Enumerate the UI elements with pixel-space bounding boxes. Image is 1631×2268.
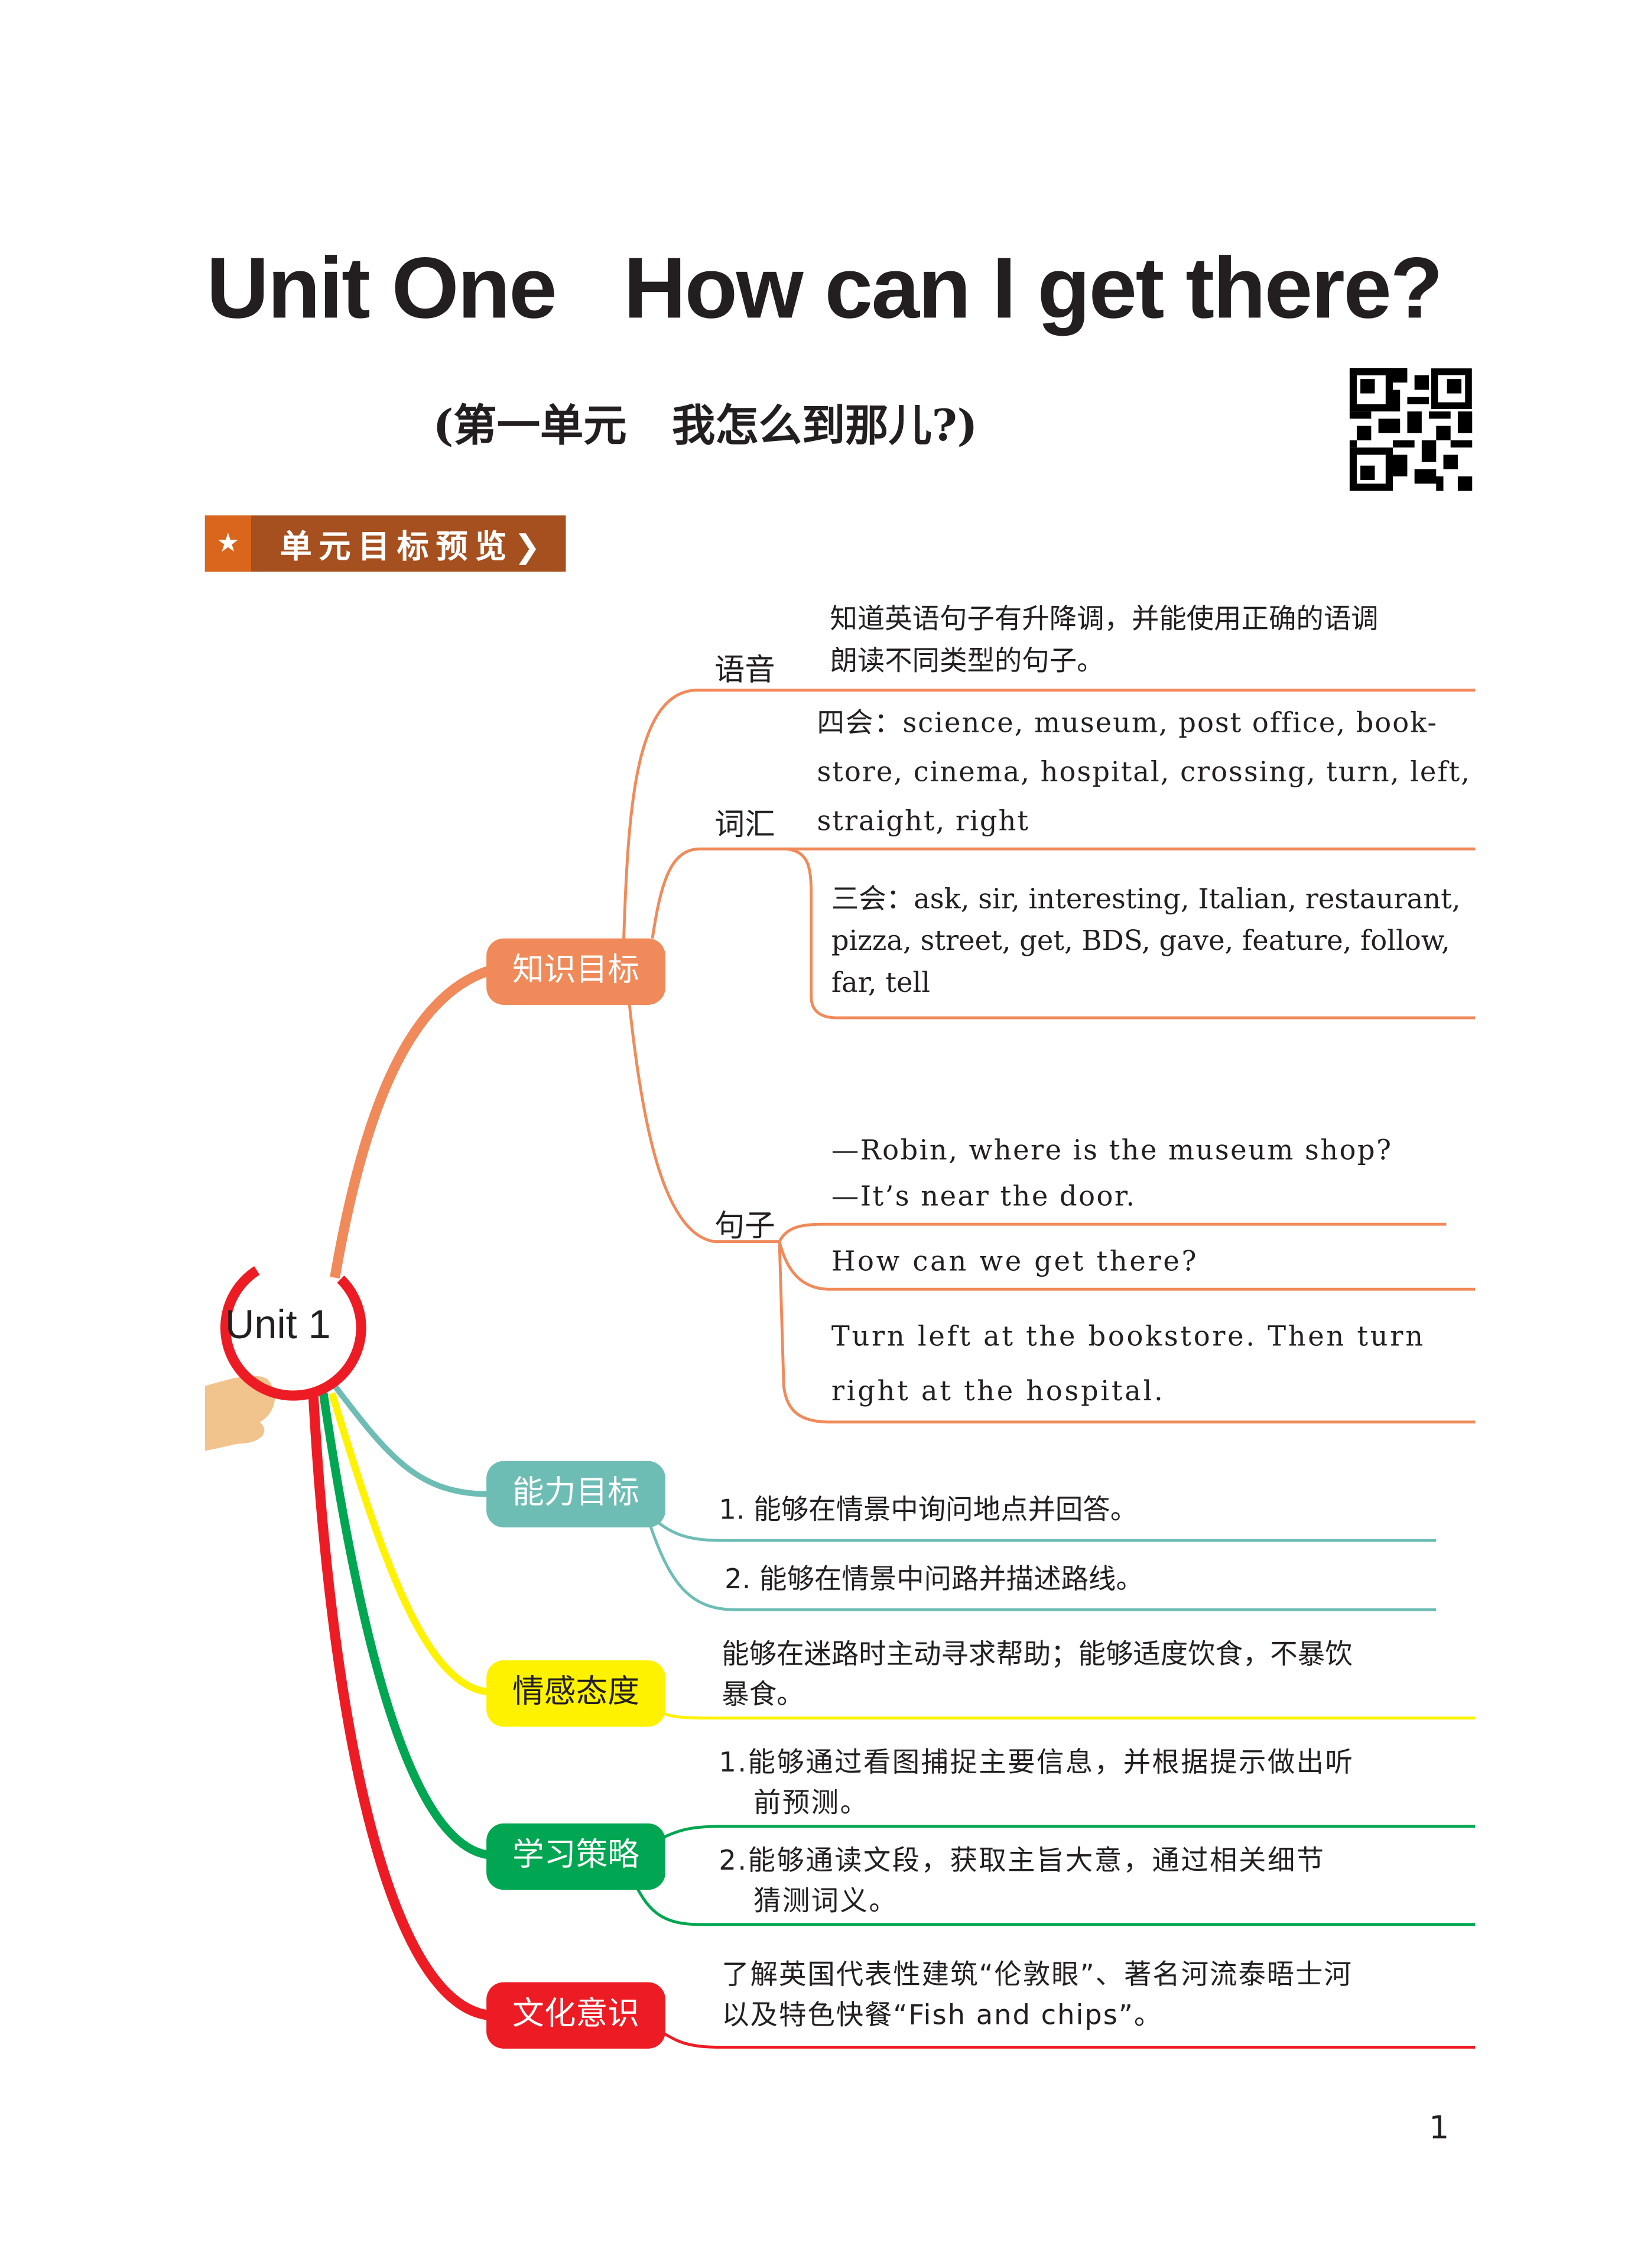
label-vocabulary: 词汇: [714, 807, 775, 842]
branch-knowledge: [330, 965, 492, 1279]
strategy-item-1: 1.能够通过看图捕捉主要信息，并根据提示做出听前预测。: [719, 1747, 1354, 1819]
branch-pronunciation: [622, 689, 1476, 946]
branch-vocabulary: [651, 847, 1476, 939]
page-subtitle: (第一单元 我怎么到那儿?): [433, 401, 978, 452]
page-title: Unit One How can I get there?: [206, 239, 1443, 337]
node-emotion: 情感态度: [486, 1660, 665, 1727]
sentence-question: How can we get there?: [831, 1245, 1199, 1278]
section-badge: ★ 单元目标预览❯: [204, 515, 566, 572]
branch-emotion: [328, 1392, 491, 1696]
sentence-dialog: —Robin, where is the museum shop?—It’s n…: [831, 1134, 1393, 1213]
strategy-item-2: 2.能够通读文段，获取主旨大意，通过相关细节猜测词义。: [719, 1845, 1325, 1917]
page-number: 1: [1429, 2110, 1450, 2147]
vocabulary-three-skills: 三会：ask, sir, interesting, Italian, resta…: [831, 883, 1461, 1000]
ability-item-2: 2. 能够在情景中问路并描述路线。: [724, 1563, 1143, 1595]
label-pronunciation: 语音: [714, 653, 775, 687]
ability-item-1: 1. 能够在情景中询问地点并回答。: [719, 1494, 1138, 1526]
node-strategy: 学习策略: [486, 1823, 665, 1890]
branch-three-skills: [786, 847, 1476, 1020]
unit-center-label: Unit 1: [225, 1302, 331, 1347]
pronunciation-text: 知道英语句子有升降调，并能使用正确的语调朗读不同类型的句子。: [830, 603, 1379, 677]
arrow-icon: ❯: [514, 530, 548, 566]
node-culture: 文化意识: [486, 1982, 665, 2049]
star-icon: ★: [204, 515, 251, 572]
node-knowledge: 知识目标: [486, 938, 665, 1005]
emotion-text: 能够在迷路时主动寻求帮助；能够适度饮食，不暴饮暴食。: [722, 1638, 1353, 1711]
vocabulary-four-skills: 四会：science, museum, post office, book-st…: [817, 707, 1471, 838]
node-ability: 能力目标: [486, 1461, 665, 1528]
label-sentences: 句子: [714, 1208, 775, 1243]
section-badge-label: 单元目标预览❯: [280, 530, 548, 566]
branch-culture: [308, 1393, 492, 2021]
culture-text: 了解英国代表性建筑“伦敦眼”、著名河流泰晤士河以及特色快餐“Fish and c…: [722, 1959, 1353, 2032]
branch-ability: [332, 1384, 491, 1497]
qr-code-icon[interactable]: [1349, 368, 1473, 491]
unit-circle: [220, 1266, 366, 1401]
hand-icon: [204, 1375, 275, 1451]
branch-strategy: [319, 1392, 492, 1860]
branch-sentences: [628, 1003, 779, 1243]
